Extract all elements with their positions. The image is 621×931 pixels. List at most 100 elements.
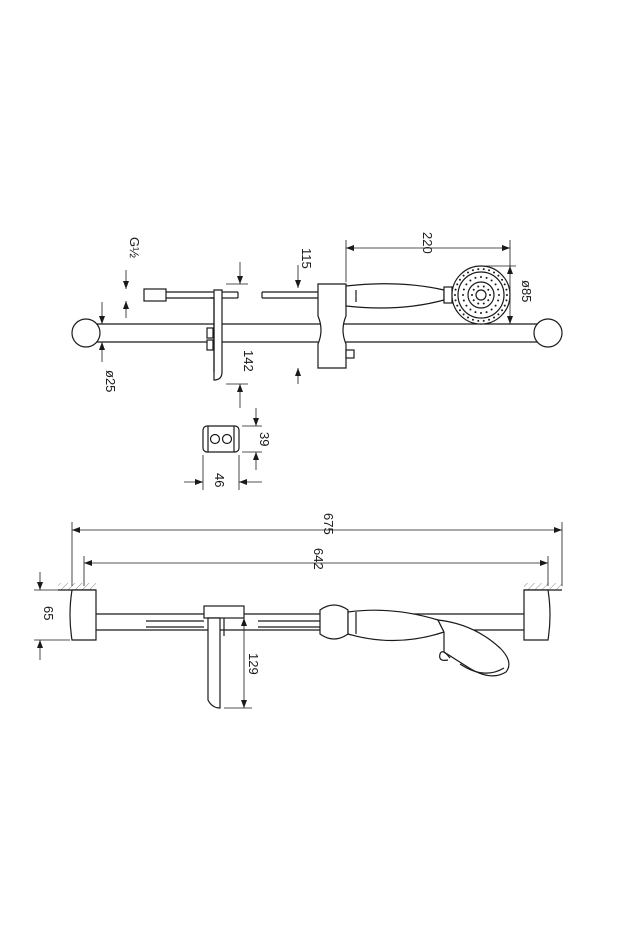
side-hand-shower	[347, 609, 510, 677]
dimension-46: 46	[184, 455, 262, 490]
dim-label-diam-25: ø25	[103, 370, 118, 392]
nozzle-dot	[480, 276, 482, 278]
nozzle-dot	[465, 283, 468, 286]
dim-label-65: 65	[41, 606, 56, 620]
dim-label-129: 129	[246, 653, 261, 675]
dimension-39: 39	[242, 408, 272, 470]
nozzle-dot	[488, 318, 491, 321]
nozzle-dot	[472, 288, 475, 291]
dimension-diam-85: ø85	[486, 265, 534, 325]
dimension-675: 675	[71, 513, 563, 586]
nozzle-dot	[490, 279, 493, 282]
nozzle-dot	[488, 269, 491, 272]
wall-hatch-left	[58, 583, 96, 590]
nozzle-dot	[456, 304, 459, 307]
holder-plate	[206, 289, 239, 381]
nozzle-dot	[482, 268, 485, 271]
nozzle-dot	[462, 299, 465, 302]
left-bracket	[69, 589, 97, 641]
right-bracket	[523, 589, 551, 641]
nozzle-dot	[494, 304, 497, 307]
nozzle-dot	[503, 304, 506, 307]
dimension-220: 220	[345, 232, 511, 282]
nozzle-dot	[467, 271, 469, 274]
nozzle-dot	[462, 288, 465, 291]
dim-label-220: 220	[420, 232, 435, 254]
nozzle-dot	[454, 294, 456, 296]
nozzle-dot	[503, 283, 506, 286]
nozzle-dot	[462, 294, 464, 296]
dimension-diam-25: ø25	[99, 302, 118, 392]
top-view: 115 220 ø85 G½	[71, 232, 563, 490]
nozzle-dot	[474, 311, 477, 314]
dim-label-642: 642	[311, 548, 326, 570]
dimension-642: 642	[83, 548, 549, 586]
nozzle-dot	[494, 283, 497, 286]
nozzle-dot	[471, 294, 473, 296]
dimension-115: 115	[295, 248, 314, 384]
nozzle-dot	[505, 288, 508, 291]
dimension-thread: G½	[123, 237, 142, 318]
nozzle-dot	[505, 299, 508, 302]
dimension-142: 142	[226, 262, 256, 408]
nozzle-dot	[489, 294, 491, 296]
dimension-129: 129	[224, 618, 261, 709]
nozzle-dot	[482, 319, 485, 322]
shower-head-face	[451, 265, 511, 325]
nozzle-dot	[482, 302, 485, 305]
nozzle-dot	[477, 302, 480, 305]
nozzle-dot	[474, 276, 477, 279]
nozzle-dot	[493, 316, 495, 319]
nozzle-dot	[454, 299, 457, 302]
nozzle-dot	[471, 318, 474, 321]
nozzle-dot	[462, 274, 465, 277]
nozzle-dot	[490, 308, 493, 311]
side-slider	[319, 604, 349, 640]
dimension-65: 65	[34, 572, 70, 660]
nozzle-dot	[497, 299, 500, 302]
nozzle-dot	[497, 288, 500, 291]
dim-label-39: 39	[257, 432, 272, 446]
nozzle-dot	[469, 279, 472, 282]
left-end-cap	[71, 318, 101, 348]
bracket-detail	[202, 425, 240, 453]
nozzle-dot	[477, 268, 480, 271]
dim-label-142: 142	[241, 350, 256, 372]
nozzle-dot	[477, 319, 480, 322]
nozzle-dot	[498, 294, 500, 296]
side-view: 675 642 65 129	[34, 513, 563, 709]
dim-label-675: 675	[321, 513, 336, 535]
nozzle-dot	[471, 269, 474, 272]
nozzle-dot	[462, 313, 465, 316]
nozzle-dot	[472, 299, 475, 302]
slider	[317, 283, 355, 369]
nozzle-dot	[456, 283, 459, 286]
nozzle-dot	[497, 274, 500, 277]
right-end-cap	[533, 318, 563, 348]
nozzle-dot	[485, 311, 488, 314]
wall-hatch-right	[524, 583, 562, 590]
nozzle-dot	[501, 309, 504, 312]
dim-label-46: 46	[212, 473, 227, 487]
nozzle-dot	[487, 299, 490, 302]
nozzle-dot	[497, 313, 500, 316]
nozzle-dot	[454, 288, 457, 291]
dim-label-thread: G½	[127, 237, 142, 258]
dim-label-diam-85: ø85	[519, 280, 534, 302]
hand-shower-handle	[345, 283, 453, 309]
nozzle-dot	[480, 312, 482, 314]
nozzle-dot	[482, 285, 485, 288]
nozzle-dot	[506, 294, 508, 296]
nozzle-dot	[465, 304, 468, 307]
nozzle-dot	[501, 278, 504, 281]
hose-connector	[143, 288, 214, 302]
nozzle-dot	[458, 309, 461, 312]
nozzle-dot	[458, 278, 461, 281]
nozzle-dot	[467, 316, 469, 319]
nozzle-dot	[485, 276, 488, 279]
nozzle-dot	[493, 271, 495, 274]
dim-label-115: 115	[299, 248, 314, 269]
nozzle-dot	[487, 288, 490, 291]
nozzle-dot	[477, 285, 480, 288]
